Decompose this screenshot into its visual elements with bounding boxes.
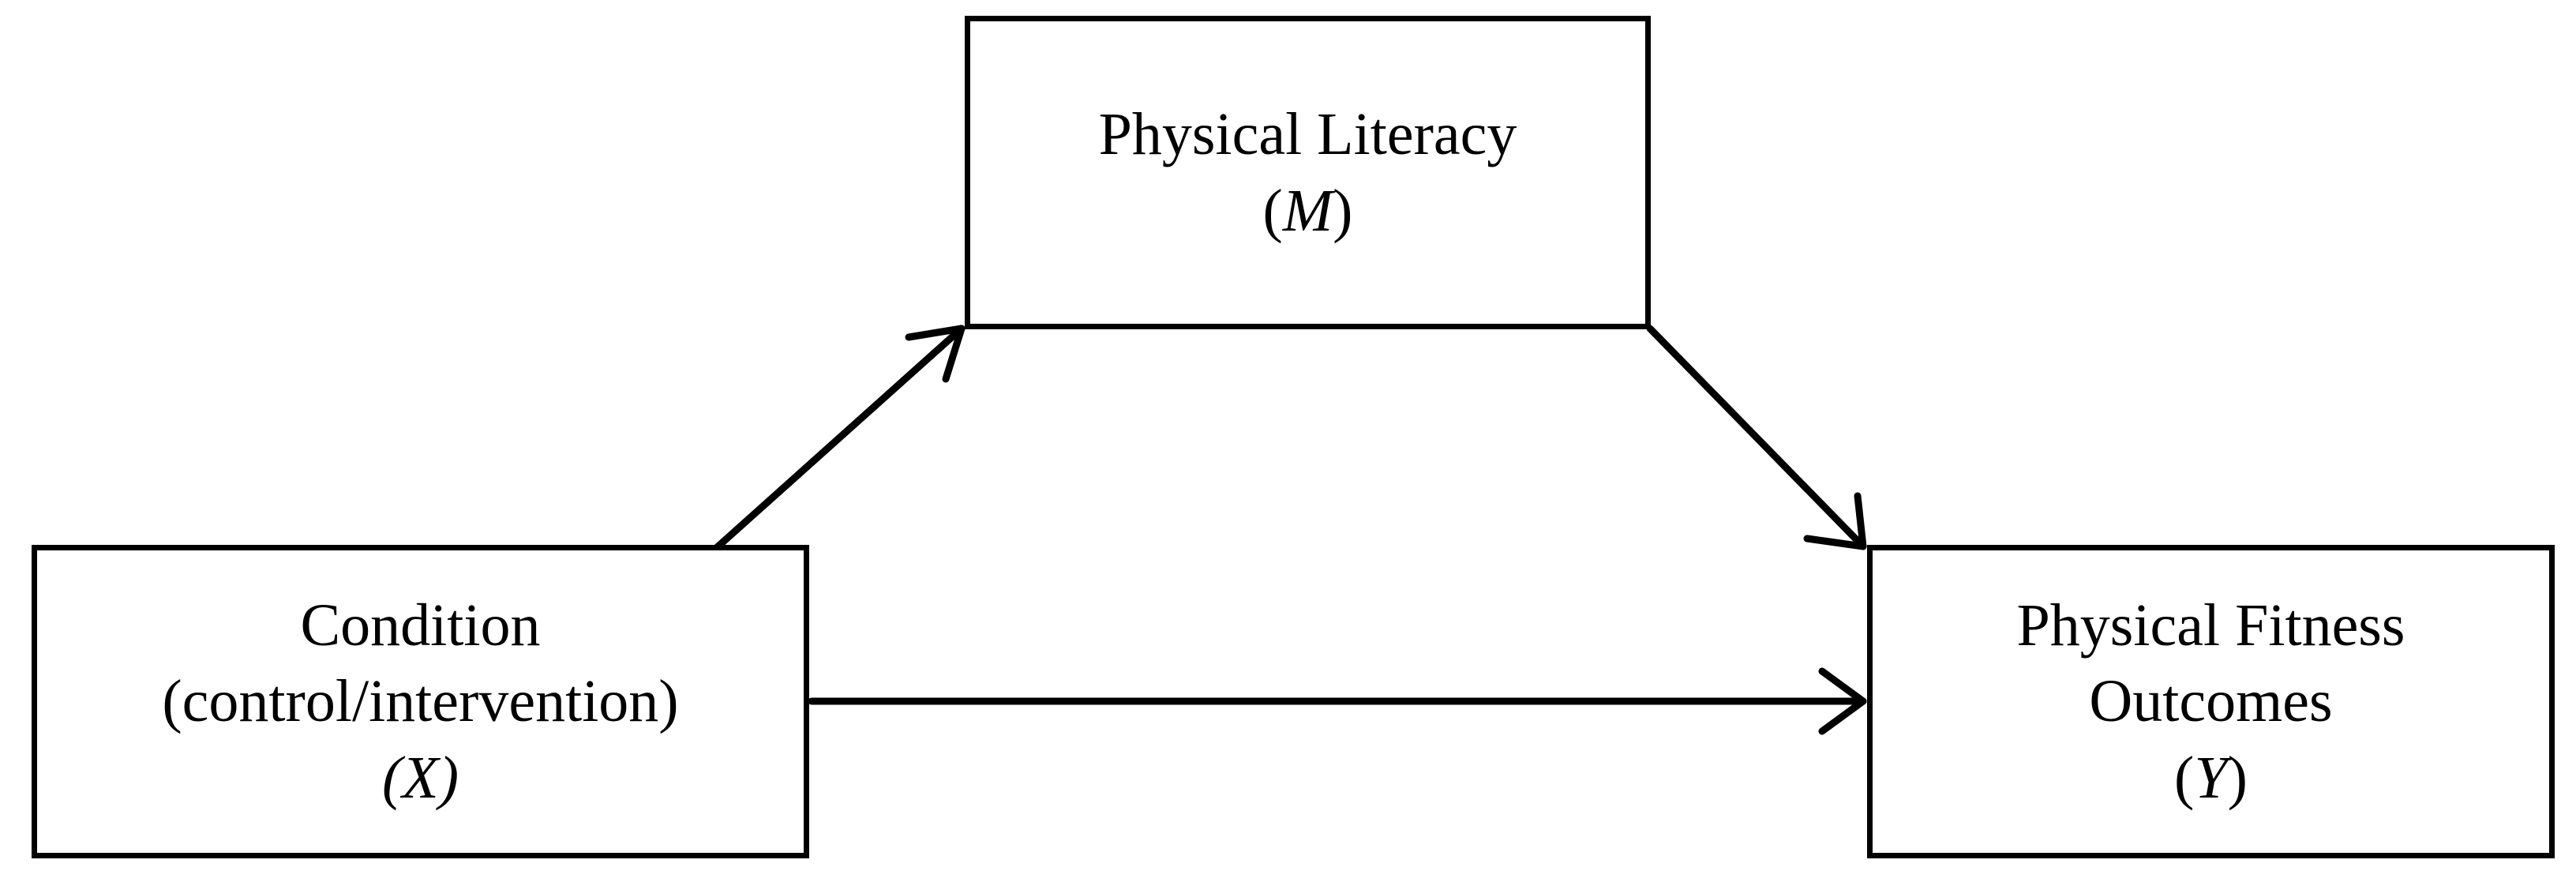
arrow-x-to-m xyxy=(711,325,966,554)
dependent-variable-box: Physical Fitness Outcomes (Y) xyxy=(1867,545,2555,858)
dependent-variable: (Y) xyxy=(2174,744,2248,811)
mediator-variable: (M) xyxy=(1262,177,1353,244)
independent-label-line1: Condition xyxy=(300,591,541,659)
mediator-label: Physical Literacy xyxy=(1098,100,1517,167)
arrow-m-to-y xyxy=(1646,325,1867,550)
independent-variable-box: Condition (control/intervention) (X) xyxy=(32,545,809,858)
independent-variable: (X) xyxy=(381,744,459,811)
independent-label-line2: (control/intervention) xyxy=(162,668,679,735)
arrow-x-to-y xyxy=(808,667,1867,735)
dependent-label-line1: Physical Fitness xyxy=(2016,591,2405,659)
mediator-box: Physical Literacy (M) xyxy=(965,16,1651,329)
dependent-label-line2: Outcomes xyxy=(2089,668,2333,735)
